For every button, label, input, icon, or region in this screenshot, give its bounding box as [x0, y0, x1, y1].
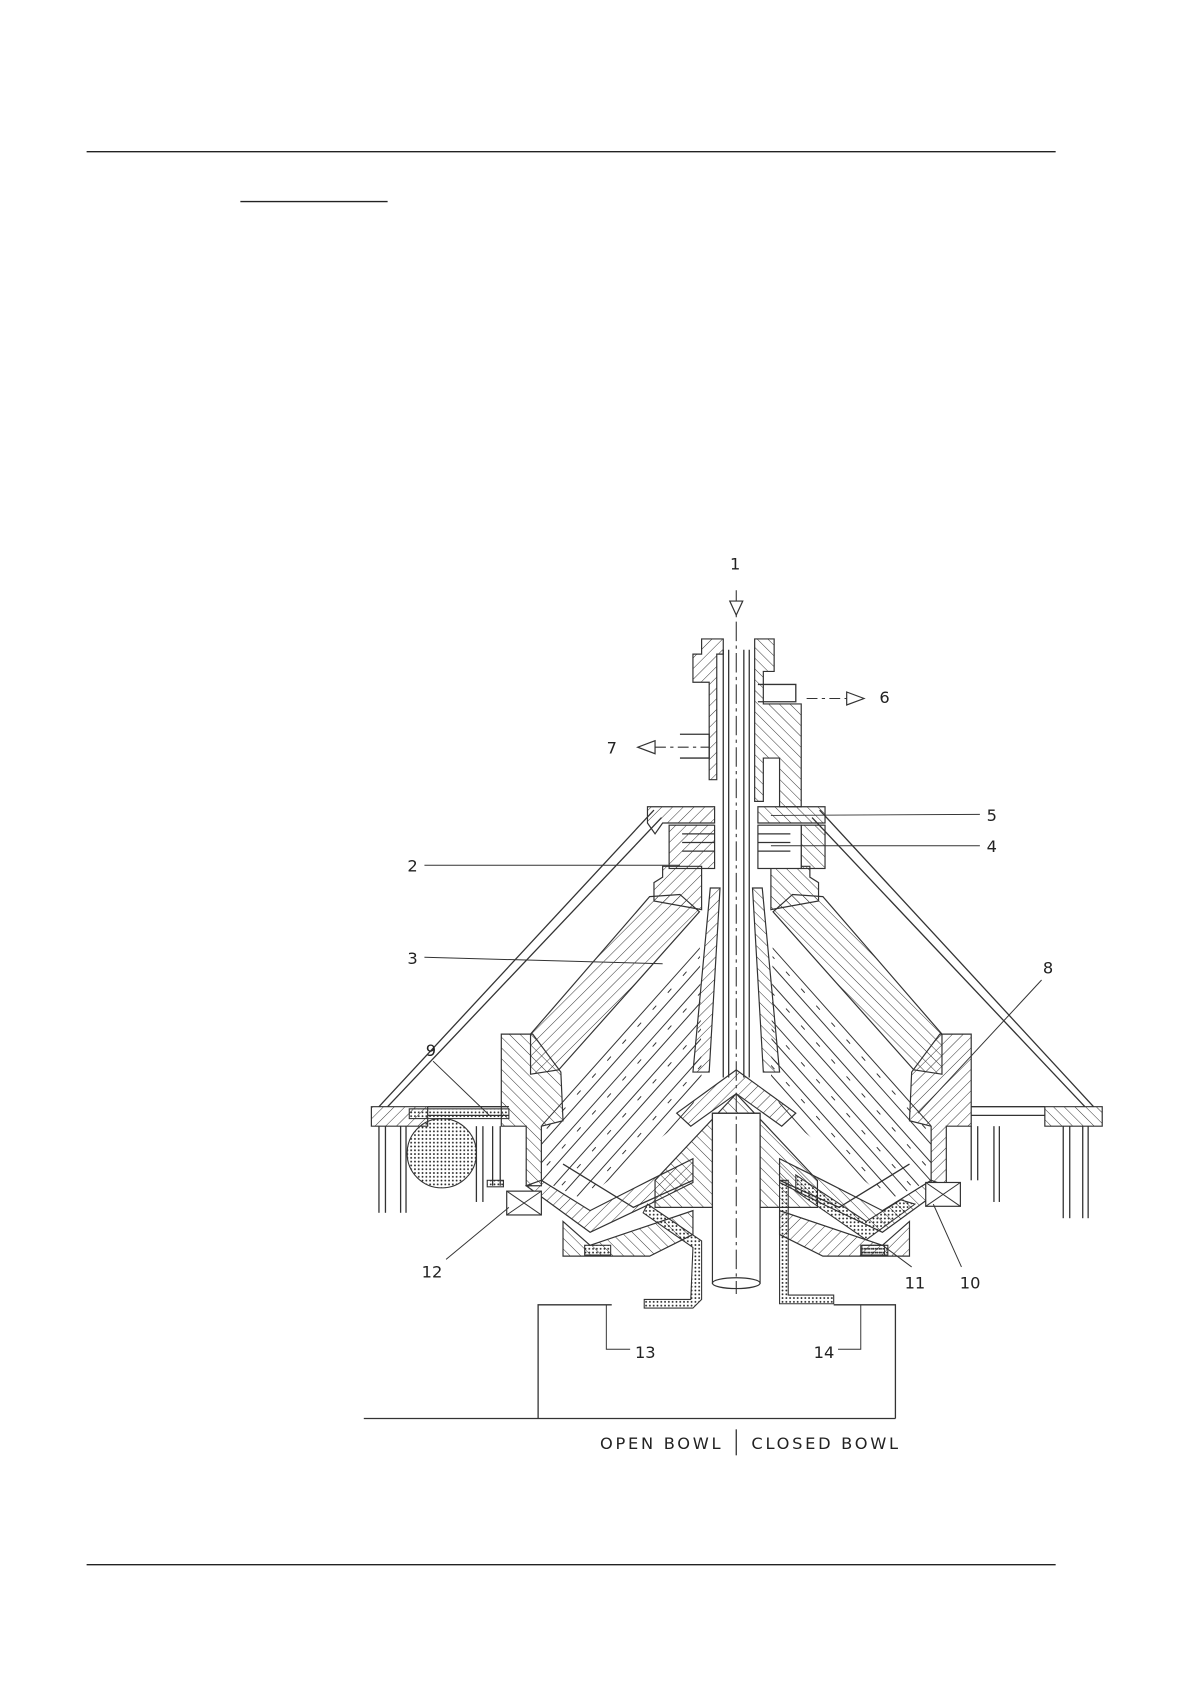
outlet-pipe-7: [680, 734, 709, 758]
inlet-arrow-1: [730, 601, 743, 615]
callout-12: 12: [422, 1263, 443, 1282]
callout-6: 6: [879, 688, 889, 707]
separator-diagram: 1 2 3 4 5 6 7 8 9 10 11 12 13 14 OPEN BO…: [364, 555, 1102, 1456]
callout-9: 9: [426, 1041, 436, 1060]
drive-belt-band: [409, 1109, 509, 1119]
bearing-left: [507, 1191, 542, 1215]
callout-2: 2: [407, 857, 417, 876]
callout-1: 1: [730, 555, 740, 574]
operating-water-mark: [487, 1180, 503, 1186]
callout-10: 10: [960, 1274, 981, 1293]
callout-5: 5: [987, 806, 997, 825]
cover-flange-right: [1045, 1107, 1102, 1126]
paring-disc-left: [669, 825, 714, 868]
callout-13: 13: [635, 1343, 656, 1362]
callout-7: 7: [607, 739, 617, 758]
bearing-right: [926, 1182, 961, 1206]
callout-3: 3: [407, 949, 417, 968]
outlet-arrow-6: [847, 692, 864, 705]
open-bowl-label: OPEN BOWL: [600, 1434, 723, 1453]
callout-14: 14: [814, 1343, 835, 1362]
outlet-housing-right: [755, 639, 802, 807]
callout-11: 11: [905, 1274, 926, 1293]
base-frame-right: [834, 1305, 896, 1419]
drive-pulley: [407, 1119, 476, 1188]
closed-bowl-label: CLOSED BOWL: [751, 1434, 900, 1453]
outlet-arrow-7: [638, 741, 655, 754]
paring-disc-right: [758, 825, 825, 868]
base-frame-left: [538, 1305, 612, 1419]
callout-4: 4: [987, 837, 997, 856]
frame-legs-right: [971, 1126, 1088, 1218]
seal-ring-right: [861, 1245, 885, 1255]
callout-8: 8: [1043, 959, 1053, 978]
